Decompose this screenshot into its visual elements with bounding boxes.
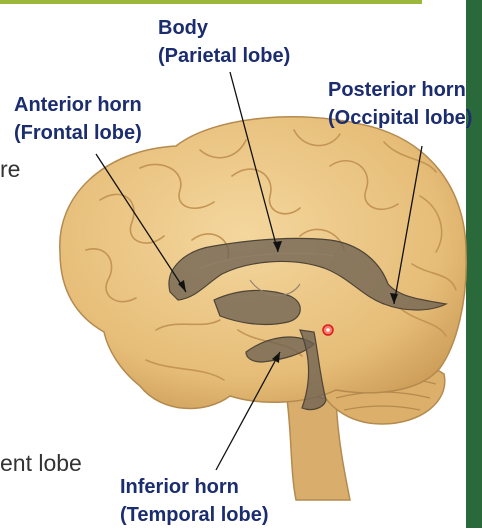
label-posterior-horn: Posterior horn (Occipital lobe) — [328, 76, 472, 132]
pointer-line-anterior — [95, 153, 187, 293]
pointer-line-inferior — [215, 351, 281, 471]
label-anterior-horn-name: Anterior horn — [14, 94, 142, 116]
label-inferior-horn-name: Inferior horn — [120, 476, 239, 498]
label-posterior-horn-name: Posterior horn — [328, 79, 466, 101]
brainstem — [285, 391, 351, 501]
label-inferior-horn: Inferior horn (Temporal lobe) — [120, 473, 269, 529]
pointer-line-posterior — [393, 145, 423, 305]
right-edge-stripe — [466, 0, 482, 528]
slide-text-fragment-2: ent lobe — [0, 450, 82, 476]
label-anterior-horn-lobe: (Frontal lobe) — [14, 122, 142, 144]
lateral-ventricle — [168, 237, 448, 411]
label-posterior-horn-lobe: (Occipital lobe) — [328, 107, 473, 129]
slide-text-fragment-1: re — [0, 156, 21, 182]
top-accent-bar — [0, 0, 422, 4]
pointer-line-body — [229, 71, 279, 253]
label-inferior-horn-lobe: (Temporal lobe) — [120, 504, 269, 526]
label-body: Body (Parietal lobe) — [158, 14, 290, 70]
label-anterior-horn: Anterior horn (Frontal lobe) — [14, 91, 142, 147]
label-body-name: Body — [158, 17, 208, 39]
label-body-lobe: (Parietal lobe) — [158, 45, 291, 67]
